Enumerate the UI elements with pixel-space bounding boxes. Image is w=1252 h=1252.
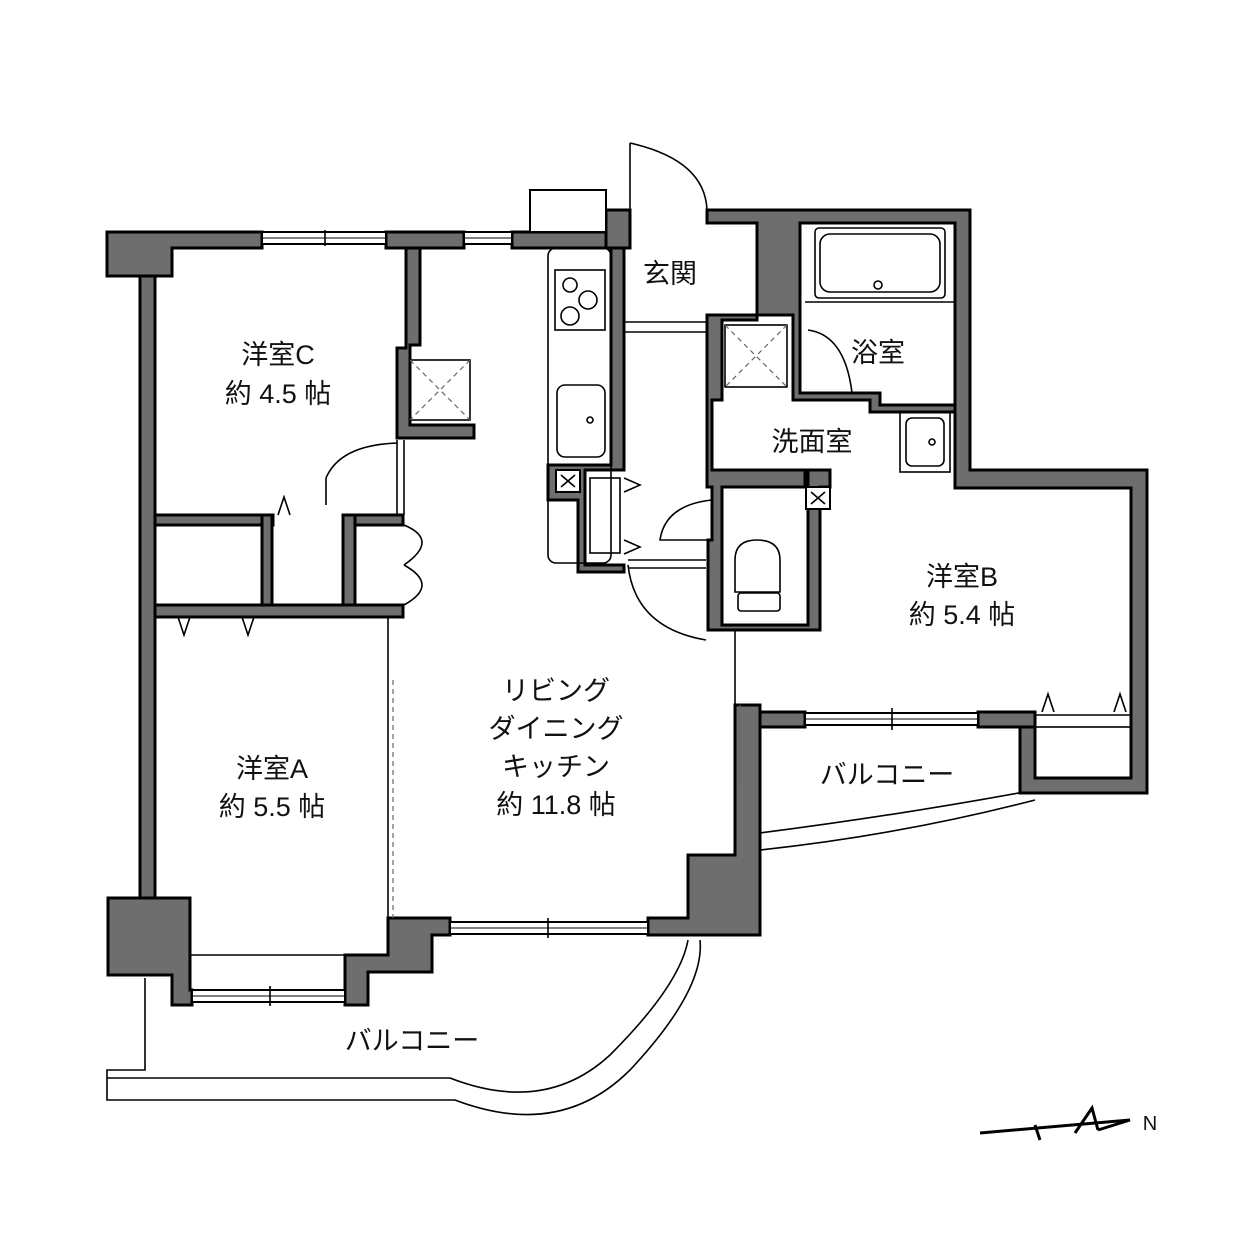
ldk-line-3: キッチン (502, 752, 610, 782)
stove (554, 269, 606, 331)
labels: 洋室C 約 4.5 帖 洋室A 約 5.5 帖 洋室B 約 5.4 帖 リビング… (219, 259, 1158, 1135)
ldk-size: 約 11.8 帖 (496, 790, 616, 820)
washroom-label: 洗面室 (772, 427, 853, 457)
toilet-bowl-icon (734, 539, 781, 593)
wall-room-b-south-2 (976, 710, 1037, 729)
storage-box-c (409, 359, 471, 421)
room-c-name: 洋室C (241, 340, 315, 370)
fridge-space (589, 477, 621, 554)
walls (105, 208, 1149, 1007)
north-arrow-icon (979, 1104, 1131, 1141)
wash-basin (899, 411, 951, 473)
room-b-name: 洋室B (926, 562, 998, 592)
balcony-south-outline (106, 939, 702, 1116)
wall-closet-1 (153, 513, 275, 527)
burner-1-icon (562, 277, 578, 293)
wall-nw-corner (105, 230, 264, 278)
wall-ldk-se (646, 703, 762, 937)
windows (191, 189, 979, 1006)
bath-label: 浴室 (851, 338, 905, 368)
wall-bath-block (705, 208, 1149, 795)
storage-box-wash (724, 324, 788, 388)
entrance-label: 玄関 (643, 259, 697, 289)
balcony-south-label: バルコニー (345, 1026, 479, 1056)
wall-closet-2 (260, 513, 274, 612)
wall-ldk-sw (343, 916, 452, 1007)
window-entrance-box (529, 189, 607, 233)
wall-north-3 (604, 208, 632, 250)
kitchen-sink (556, 384, 606, 458)
tub-drain-icon (873, 280, 883, 290)
burner-3-icon (560, 306, 580, 326)
toilet-tank (737, 592, 781, 612)
kitchen-counter (547, 247, 612, 564)
wall-west (138, 274, 157, 900)
burner-2-icon (578, 290, 598, 310)
bathtub (814, 227, 946, 299)
wall-closet-5 (153, 603, 405, 619)
wall-sw-corner (106, 896, 194, 1007)
wall-north-1 (384, 230, 466, 250)
wall-north-2 (510, 230, 618, 250)
wall-room-c-east (395, 246, 476, 440)
room-a-name: 洋室A (236, 754, 308, 784)
room-c-size: 約 4.5 帖 (225, 379, 332, 409)
balcony-east-outline (759, 789, 1036, 851)
fixtures (177, 227, 1132, 779)
doors (325, 142, 853, 918)
wall-kitchen-east (546, 246, 626, 574)
room-a-size: 約 5.5 帖 (219, 792, 326, 822)
room-b-size: 約 5.4 帖 (909, 600, 1016, 630)
sink-drain-icon (586, 416, 594, 424)
compass-n-label: N (1143, 1113, 1157, 1135)
wall-closet-4 (341, 513, 357, 612)
ldk-line-1: リビング (502, 676, 610, 706)
ldk-line-2: ダイニング (489, 714, 624, 744)
balcony-east-label: バルコニー (820, 760, 954, 790)
